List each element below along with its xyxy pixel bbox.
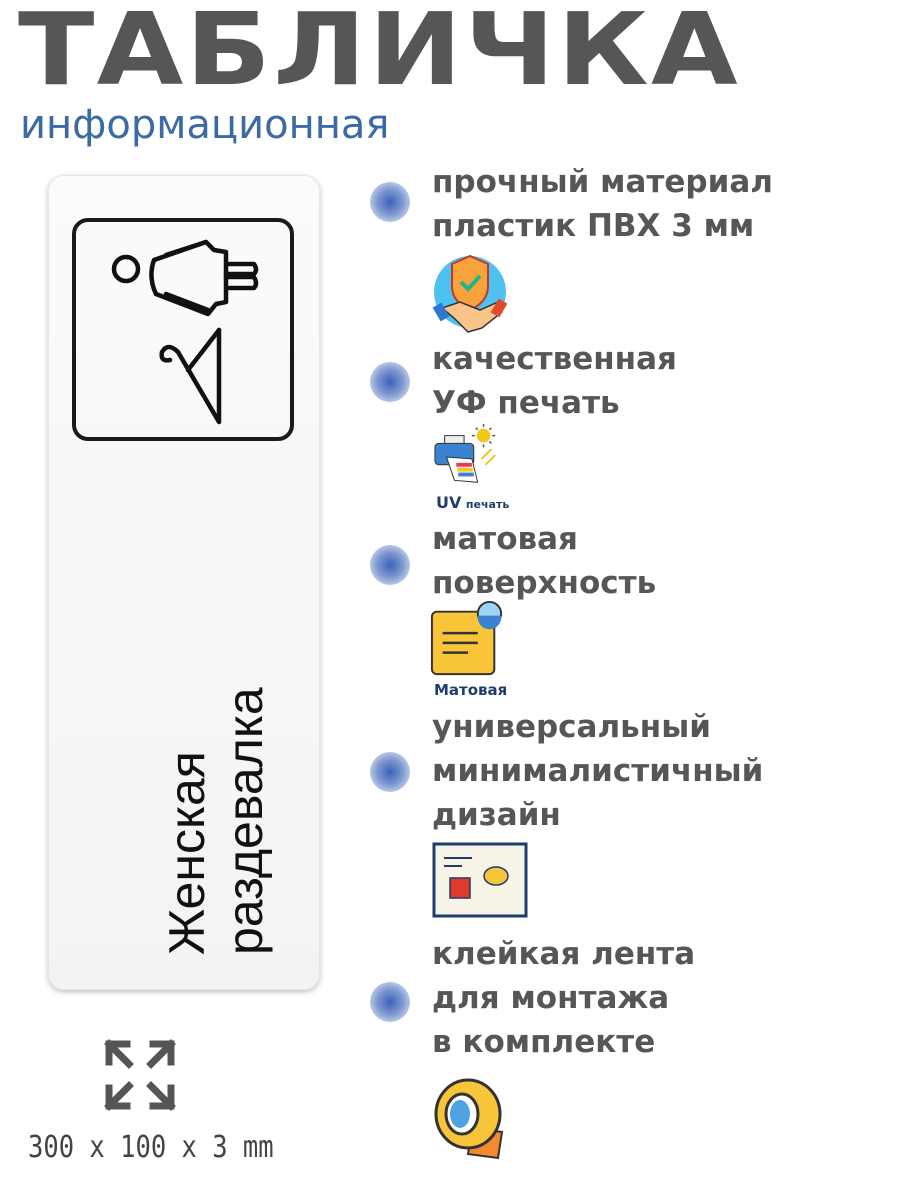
shield-handshake-icon (432, 254, 508, 333)
bullet-icon (370, 982, 410, 1022)
feature-tape: клейкая лента для монтажа в комплекте (432, 932, 695, 1064)
sign-text: Женская раздевалка (158, 687, 274, 955)
subtitle: информационная (20, 102, 390, 148)
uv-caption: UV печать (436, 493, 509, 512)
feature-uv-print: качественная УФ печать (432, 337, 677, 425)
feature-matte: матовая поверхность (432, 517, 656, 605)
feature-line: клейкая лента (432, 936, 696, 972)
feature-line: универсальный (432, 709, 711, 745)
resize-arrows-icon (104, 1039, 176, 1111)
feature-line: УФ печать (432, 385, 620, 421)
wardrobe-pictogram (72, 218, 294, 441)
feature-material: прочный материал пластик ПВХ 3 мм (432, 160, 773, 248)
sign-text-line-1: Женская (159, 751, 215, 955)
feature-line: качественная (432, 341, 677, 377)
feature-line: в комплекте (432, 1024, 656, 1060)
feature-line: поверхность (432, 565, 657, 601)
bullet-icon (370, 752, 410, 792)
feature-line: дизайн (432, 797, 561, 833)
sign-preview: Женская раздевалка (48, 175, 320, 990)
person-hanger-icon (111, 239, 259, 425)
title: ТАБЛИЧКА (18, 0, 740, 108)
uv-caption-text: печать (465, 498, 510, 511)
feature-line: прочный материал (432, 164, 773, 200)
feature-design: универсальный минималистичный дизайн (432, 705, 763, 837)
bullet-icon (370, 545, 410, 585)
uv-printer-icon (434, 423, 496, 483)
feature-line: матовая (432, 521, 578, 557)
feature-line: для монтажа (432, 980, 670, 1016)
bullet-icon (370, 362, 410, 402)
sign-text-line-2: раздевалка (217, 687, 273, 955)
dimensions-label: 300 x 100 x 3 mm (28, 1130, 274, 1165)
feature-line: пластик ПВХ 3 мм (432, 208, 755, 244)
tape-roll-icon (434, 1078, 504, 1160)
matte-caption: Матовая (434, 681, 508, 699)
design-card-icon (432, 842, 528, 918)
feature-line: минималистичный (432, 753, 764, 789)
matte-panel-icon (430, 600, 503, 676)
bullet-icon (370, 182, 410, 222)
uv-caption-bold: UV (436, 493, 462, 512)
